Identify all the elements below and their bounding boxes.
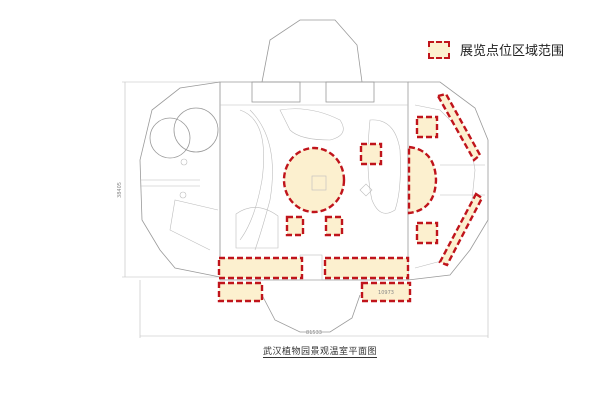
zone-12: [360, 281, 412, 303]
exhibition-zones: [217, 92, 484, 303]
east-wing: [407, 81, 489, 281]
zone-11: [217, 281, 264, 303]
legend: 展览点位区域范围: [428, 40, 564, 59]
drawing-title: 武汉植物园景观温室平面图: [263, 344, 378, 358]
zone-2: [324, 215, 344, 237]
zone-3: [359, 142, 383, 166]
west-wing: [139, 81, 221, 278]
legend-label: 展览点位区域范围: [460, 44, 565, 59]
north-dome: [261, 19, 363, 83]
legend-swatch: [428, 40, 450, 59]
height-dimension: 38405: [117, 182, 123, 198]
zone-9: [217, 256, 304, 280]
zone-10: [323, 256, 410, 280]
zone-6: [415, 221, 439, 245]
width-dimension: 81533: [306, 330, 322, 336]
zone-1: [285, 215, 305, 237]
zone-5: [407, 145, 438, 215]
zone-4: [415, 115, 439, 139]
zone-8: [438, 192, 484, 267]
sub-dimension: 10973: [378, 290, 394, 296]
zone-7: [436, 92, 482, 162]
zone-central-dome: [282, 146, 346, 214]
south-dome: [261, 294, 361, 333]
